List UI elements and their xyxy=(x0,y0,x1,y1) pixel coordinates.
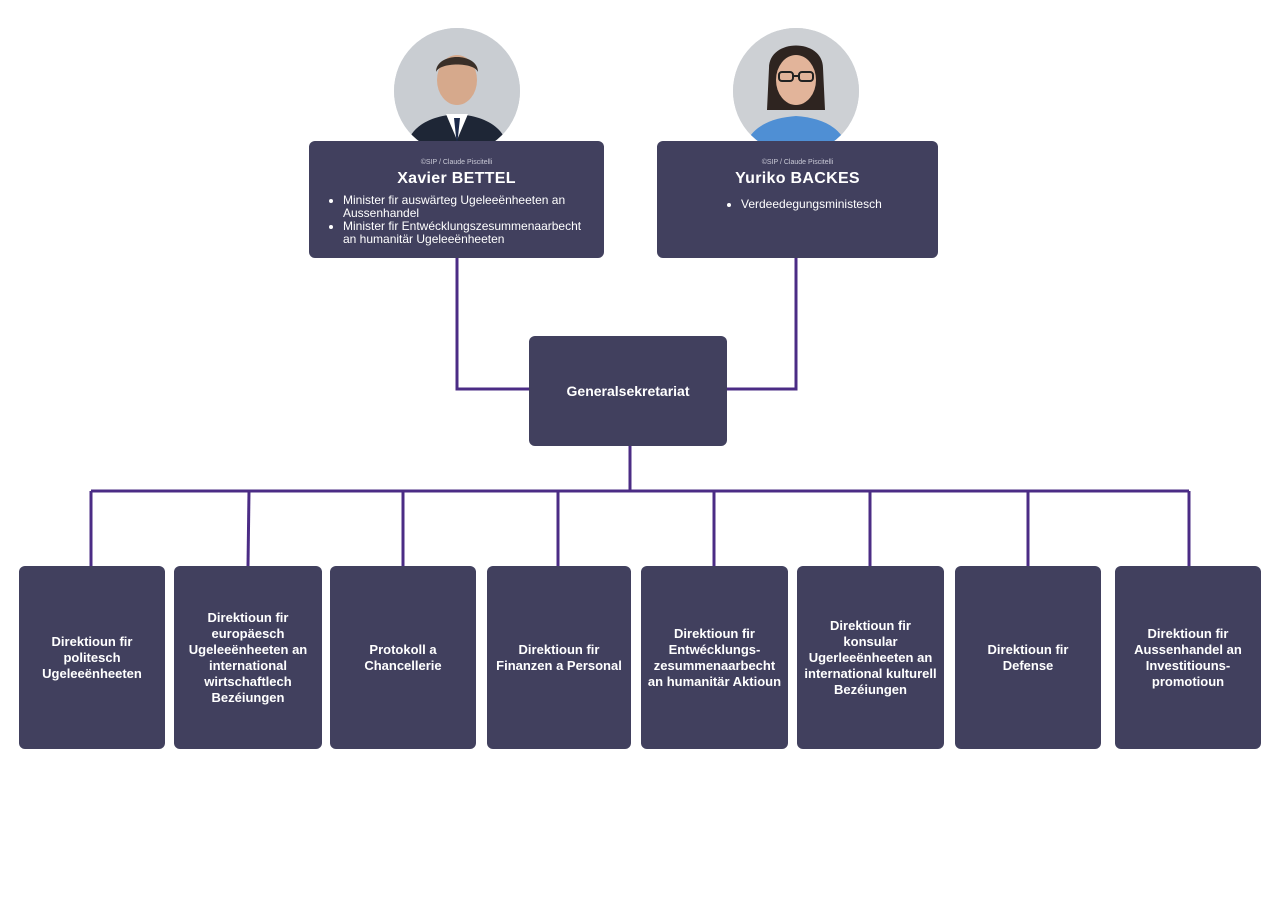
department-label: Direktioun fir politesch Ugeleeënheeten xyxy=(42,633,142,681)
minister-box-bettel: ©SIP / Claude Piscitelli Xavier BETTEL M… xyxy=(309,141,604,258)
generalsekretariat-box: Generalsekretariat xyxy=(529,336,727,446)
department-box: Direktioun fir europäesch Ugeleeënheeten… xyxy=(174,566,322,749)
photo-credit: ©SIP / Claude Piscitelli xyxy=(420,159,493,166)
connector-bettel xyxy=(455,257,530,391)
connector-dept-2 xyxy=(246,490,251,567)
department-label: Direktioun fir europäesch Ugeleeënheeten… xyxy=(188,609,308,705)
department-label: Direktioun fir Defense xyxy=(987,641,1069,673)
minister-role: Minister fir Entwécklungszesummenaarbech… xyxy=(343,220,592,246)
minister-role: Verdeedegungsministesch xyxy=(741,198,926,211)
department-box: Protokoll a Chancellerie xyxy=(330,566,476,749)
department-label: Protokoll a Chancellerie xyxy=(364,641,442,673)
connector-backes xyxy=(727,257,798,391)
minister-name: Xavier BETTEL xyxy=(397,170,516,187)
department-box: Direktioun fir politesch Ugeleeënheeten xyxy=(19,566,165,749)
department-box: Direktioun fir Aussenhandel an Investiti… xyxy=(1115,566,1261,749)
backes-photo xyxy=(733,28,859,154)
department-label: Direktioun fir Aussenhandel an Investiti… xyxy=(1134,625,1242,689)
center-label: Generalsekretariat xyxy=(566,383,690,399)
minister-roles: Verdeedegungsministesch xyxy=(669,198,926,211)
photo-credit: ©SIP / Claude Piscitelli xyxy=(761,159,834,166)
minister-role: Minister fir auswärteg Ugeleeënheeten an… xyxy=(343,194,592,220)
department-label: Direktioun fir Entwécklungs-zesummenaarb… xyxy=(647,625,782,689)
bettel-photo xyxy=(394,28,520,154)
department-box: Direktioun fir Entwécklungs-zesummenaarb… xyxy=(641,566,788,749)
department-box: Direktioun fir konsular Ugerleeënheeten … xyxy=(797,566,944,749)
department-label: Direktioun fir Finanzen a Personal xyxy=(496,641,622,673)
minister-name: Yuriko BACKES xyxy=(735,170,860,187)
minister-box-backes: ©SIP / Claude Piscitelli Yuriko BACKES V… xyxy=(657,141,938,258)
department-box: Direktioun fir Defense xyxy=(955,566,1101,749)
minister-roles: Minister fir auswärteg Ugeleeënheeten an… xyxy=(321,194,592,246)
department-label: Direktioun fir konsular Ugerleeënheeten … xyxy=(804,617,937,697)
department-box: Direktioun fir Finanzen a Personal xyxy=(487,566,631,749)
